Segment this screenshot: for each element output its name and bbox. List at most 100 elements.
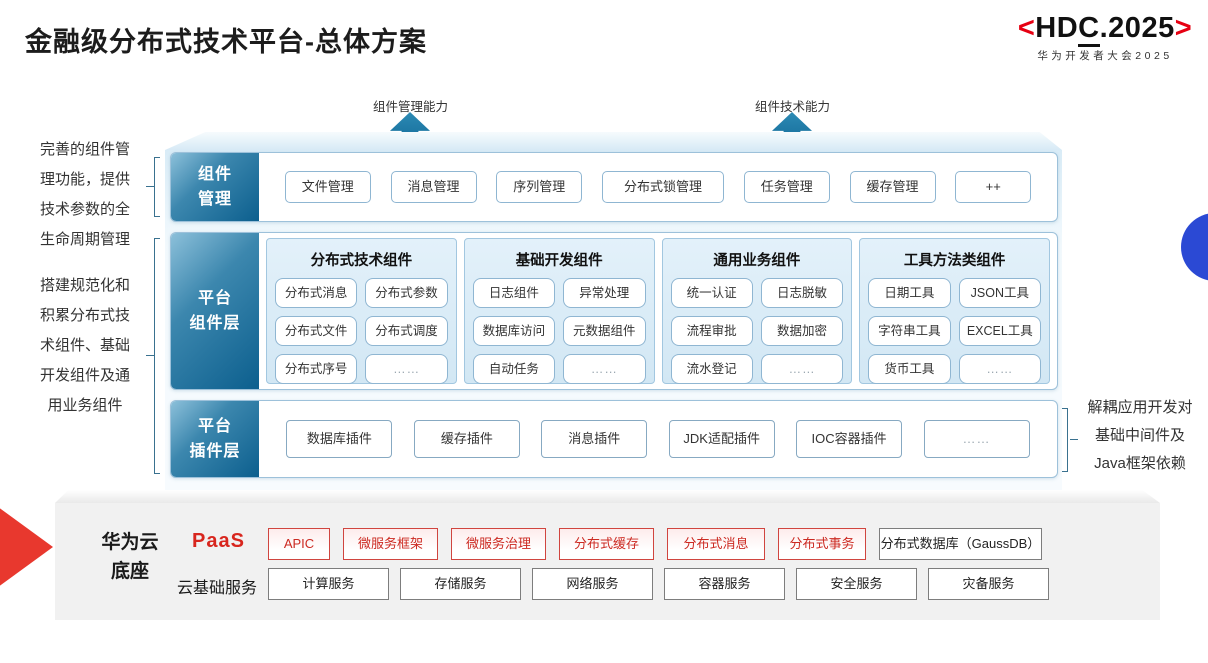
capability-management-label: 组件管理能力 — [373, 100, 449, 114]
chip: 异常处理 — [563, 278, 646, 308]
panel-grid: 日期工具 JSON工具 字符串工具 EXCEL工具 货币工具 …… — [868, 278, 1041, 384]
hdc-logo-subtitle: 华为开发者大会2025 — [1037, 50, 1173, 62]
panel-title: 分布式技术组件 — [310, 253, 413, 269]
chip: 分布式消息 — [275, 278, 358, 308]
annotation-line: 理功能，提供 — [39, 171, 130, 188]
panel-title: 工具方法类组件 — [903, 253, 1006, 269]
row-label-component-management: 组件 管理 — [171, 153, 259, 221]
chip-distributed-lock-mgmt: 分布式锁管理 — [602, 171, 724, 203]
chip: 分布式参数 — [365, 278, 448, 308]
chip-message-mgmt: 消息管理 — [390, 171, 477, 203]
panel-common-business: 通用业务组件 统一认证 日志脱敏 流程审批 数据加密 流水登记 …… — [661, 238, 853, 384]
paas-microservice-framework: 微服务框架 — [343, 528, 438, 560]
paas-distributed-message: 分布式消息 — [667, 528, 765, 560]
chip-file-mgmt: 文件管理 — [284, 171, 371, 203]
bracket-tick — [146, 186, 154, 187]
chip: 日志脱敏 — [760, 278, 844, 308]
annotation-line: 用业务组件 — [47, 397, 123, 414]
huawei-cloud-foundation — [55, 503, 1160, 620]
hdc-pre: HD — [1035, 12, 1079, 44]
chip-ellipsis: …… — [923, 420, 1030, 458]
chip-ellipsis: …… — [760, 354, 844, 384]
chip: 字符串工具 — [868, 316, 951, 346]
bracket-row1 — [154, 157, 160, 217]
annotation-line: 完善的组件管 — [39, 141, 130, 158]
annotation-component-management: 完善的组件管 理功能，提供 技术参数的全 生命周期管理 — [18, 135, 152, 255]
annotation-line: 搭建规范化和 — [39, 277, 130, 294]
chip-plus-plus: ++ — [955, 171, 1032, 203]
chip-ellipsis: …… — [563, 354, 646, 384]
annotation-decouple: 解耦应用开发对 基础中间件及 Java框架依赖 — [1076, 394, 1204, 478]
row-label-line: 平台 — [197, 290, 232, 307]
chip-cache-mgmt: 缓存管理 — [849, 171, 936, 203]
chip: 货币工具 — [868, 354, 951, 384]
chip: 日期工具 — [868, 278, 951, 308]
hdc-logo-text: <HDC.2025> — [1010, 12, 1200, 47]
capability-technical-label: 组件技术能力 — [755, 100, 831, 114]
hdc-left-angle-icon: < — [1017, 12, 1036, 44]
chip: 自动任务 — [472, 354, 556, 384]
panel-grid: 统一认证 日志脱敏 流程审批 数据加密 流水登记 …… — [670, 278, 844, 384]
row-body: 文件管理 消息管理 序列管理 分布式锁管理 任务管理 缓存管理 ++ — [259, 153, 1057, 221]
row-label-platform-components: 平台 组件层 — [171, 233, 259, 389]
bracket-tick — [1070, 439, 1078, 440]
chip: 元数据组件 — [563, 316, 646, 346]
annotation-platform-components: 搭建规范化和 积累分布式技 术组件、基础 开发组件及通 用业务组件 — [18, 271, 152, 421]
hdc-right-angle-icon: > — [1174, 12, 1193, 44]
blue-circle-decoration — [1181, 213, 1208, 281]
hdc-post: .2025 — [1099, 12, 1175, 44]
chip-cache-plugin: 缓存插件 — [413, 420, 520, 458]
bracket-tick — [146, 355, 154, 356]
chip: 数据库访问 — [472, 316, 556, 346]
panel-tool-methods: 工具方法类组件 日期工具 JSON工具 字符串工具 EXCEL工具 货币工具 …… — [859, 238, 1050, 384]
bracket-row3 — [1062, 408, 1068, 472]
hdc-logo: <HDC.2025> 华为开发者大会2025 — [1010, 12, 1200, 63]
panel-grid: 分布式消息 分布式参数 分布式文件 分布式调度 分布式序号 …… — [275, 278, 448, 384]
cloud-compute: 计算服务 — [268, 568, 389, 600]
row-label-line: 管理 — [197, 191, 232, 208]
chip: 日志组件 — [472, 278, 556, 308]
row-label-line: 平台 — [197, 418, 232, 435]
annotation-line: 技术参数的全 — [39, 201, 130, 218]
foundation-label-line: 底座 — [110, 561, 149, 582]
row-body: 分布式技术组件 分布式消息 分布式参数 分布式文件 分布式调度 分布式序号 ……… — [259, 233, 1057, 389]
chip: 分布式调度 — [365, 316, 448, 346]
paas-apic: APIC — [268, 528, 330, 560]
annotation-line: 术组件、基础 — [39, 337, 130, 354]
cloud-network: 网络服务 — [532, 568, 653, 600]
row-label-line: 插件层 — [189, 443, 241, 460]
row-label-platform-plugins: 平台 插件层 — [171, 401, 259, 477]
annotation-line: Java框架依赖 — [1094, 455, 1186, 472]
chip-sequence-mgmt: 序列管理 — [496, 171, 583, 203]
cloud-services-label: 云基础服务 — [177, 580, 258, 597]
chip: 流水登记 — [670, 354, 753, 384]
panel-distributed-tech: 分布式技术组件 分布式消息 分布式参数 分布式文件 分布式调度 分布式序号 …… — [266, 238, 457, 384]
chip: JSON工具 — [958, 278, 1041, 308]
chip-message-plugin: 消息插件 — [541, 420, 648, 458]
bracket-row2 — [154, 238, 160, 474]
chip-ioc-plugin: IOC容器插件 — [796, 420, 903, 458]
cloud-services-row: 计算服务 存储服务 网络服务 容器服务 安全服务 灾备服务 — [268, 568, 1049, 600]
paas-distributed-cache: 分布式缓存 — [559, 528, 654, 560]
paas-row: APIC 微服务框架 微服务治理 分布式缓存 分布式消息 分布式事务 分布式数据… — [268, 528, 1042, 560]
row-component-management: 组件 管理 文件管理 消息管理 序列管理 分布式锁管理 任务管理 缓存管理 ++ — [170, 152, 1058, 222]
panel-basic-dev: 基础开发组件 日志组件 异常处理 数据库访问 元数据组件 自动任务 …… — [463, 238, 655, 384]
chip-db-plugin: 数据库插件 — [286, 420, 393, 458]
paas-gaussdb: 分布式数据库（GaussDB） — [879, 528, 1042, 560]
panel-title: 基础开发组件 — [515, 253, 603, 269]
page-title: 金融级分布式技术平台-总体方案 — [25, 27, 427, 57]
cloud-security: 安全服务 — [796, 568, 917, 600]
row-label-line: 组件层 — [189, 315, 241, 332]
panel-grid: 日志组件 异常处理 数据库访问 元数据组件 自动任务 …… — [472, 278, 646, 384]
cloud-container: 容器服务 — [664, 568, 785, 600]
row-label-line: 组件 — [197, 166, 232, 183]
foundation-label-line: 华为云 — [101, 532, 159, 553]
cloud-storage: 存储服务 — [400, 568, 521, 600]
chip: 数据加密 — [760, 316, 844, 346]
chip: 统一认证 — [670, 278, 753, 308]
paas-microservice-governance: 微服务治理 — [451, 528, 546, 560]
cloud-disaster-recovery: 灾备服务 — [928, 568, 1049, 600]
annotation-line: 解耦应用开发对 — [1087, 399, 1193, 416]
chip-ellipsis: …… — [365, 354, 448, 384]
chip-task-mgmt: 任务管理 — [743, 171, 830, 203]
